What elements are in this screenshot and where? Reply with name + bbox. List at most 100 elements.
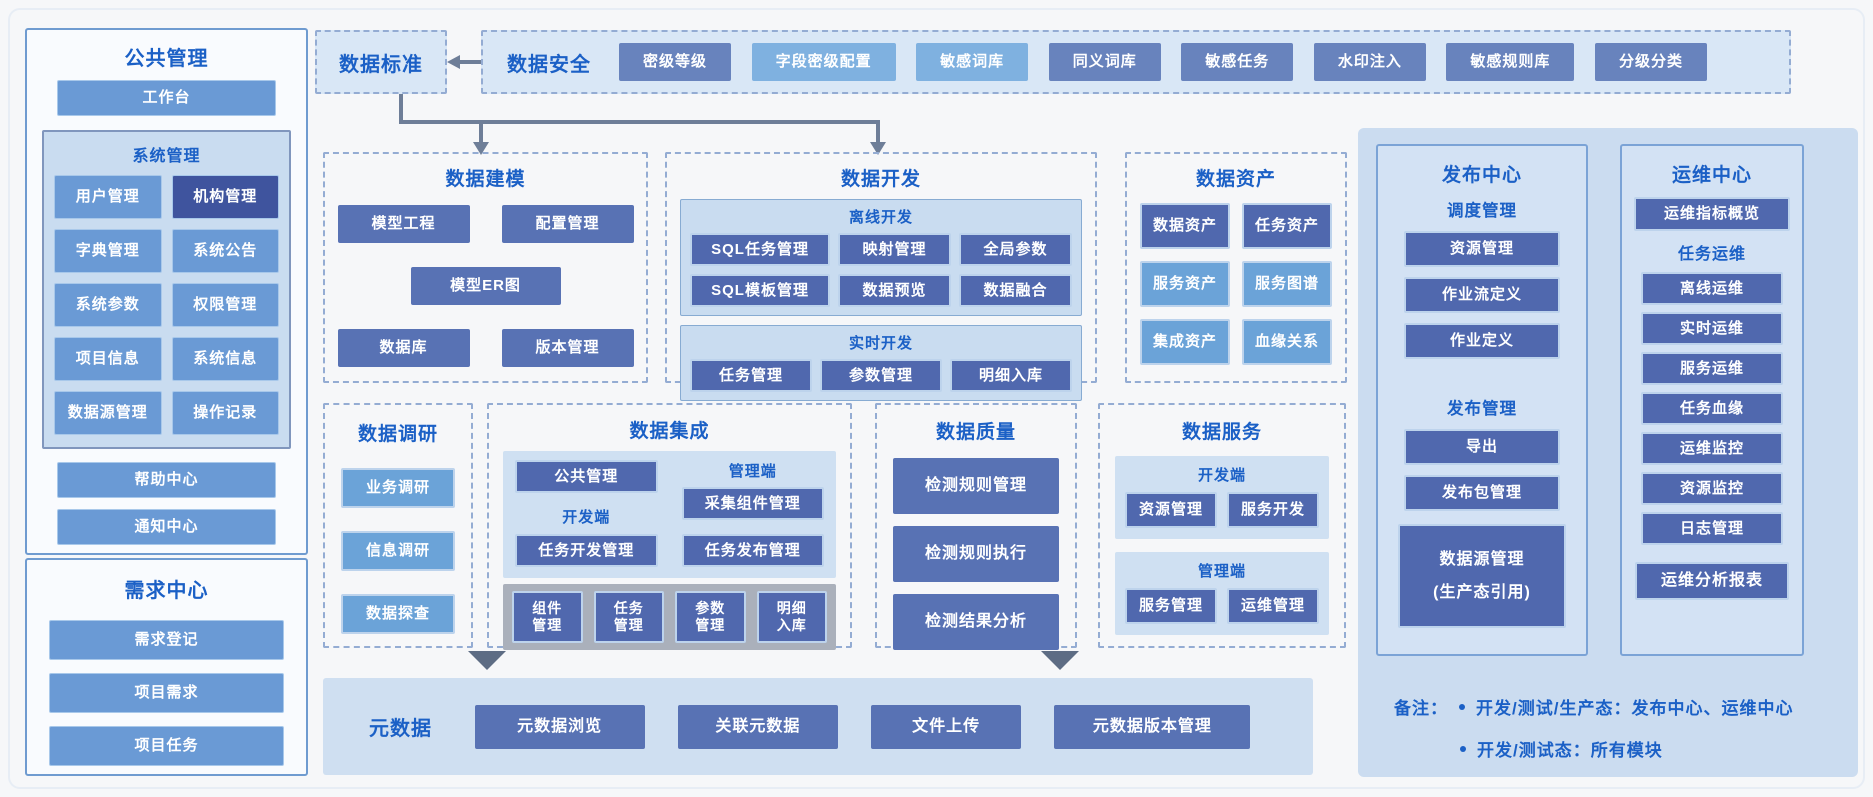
detect-rule-exec-button[interactable]: 检测规则执行	[893, 526, 1059, 582]
data-fusion-button[interactable]: 数据融合	[959, 274, 1072, 307]
export-button[interactable]: 导出	[1404, 429, 1560, 465]
file-upload-button[interactable]: 文件上传	[871, 704, 1022, 749]
collect-component-mgmt-button[interactable]: 采集组件管理	[681, 487, 824, 520]
data-modeling-title: 数据建模	[445, 169, 526, 190]
data-development-box: 数据开发 离线开发 SQL任务管理 映射管理 全局参数 SQL模板管理 数据预览…	[665, 152, 1097, 401]
integration-asset-button[interactable]: 集成资产	[1140, 319, 1230, 365]
button-label-line: 任务	[613, 600, 644, 617]
task-mgmt-small-button[interactable]: 任务 管理	[593, 591, 664, 643]
system-mgmt-title: 系统管理	[132, 148, 201, 165]
project-task-button[interactable]: 项目任务	[49, 726, 284, 766]
service-mgmt-button[interactable]: 服务管理	[1125, 588, 1217, 624]
menu-dict-mgmt[interactable]: 字典管理	[54, 229, 162, 273]
data-quality-title: 数据质量	[935, 422, 1016, 443]
menu-sys-param[interactable]: 系统参数	[54, 283, 162, 327]
related-metadata-button[interactable]: 关联元数据	[677, 704, 838, 749]
notice-center-button[interactable]: 通知中心	[57, 509, 276, 545]
watermark-inject-button[interactable]: 水印注入	[1313, 43, 1426, 81]
ops-overview-button[interactable]: 运维指标概览	[1634, 197, 1790, 231]
mapping-mgmt-button[interactable]: 映射管理	[838, 233, 952, 266]
menu-sys-notice[interactable]: 系统公告	[171, 229, 279, 273]
sensitive-task-button[interactable]: 敏感任务	[1181, 43, 1294, 81]
bullet-icon	[1460, 745, 1466, 752]
data-exploration-button[interactable]: 数据探查	[341, 594, 455, 634]
database-button[interactable]: 数据库	[337, 329, 470, 367]
demand-register-button[interactable]: 需求登记	[49, 620, 284, 660]
button-label-line: (生产态引用)	[1433, 584, 1531, 601]
data-service-title: 数据服务	[1181, 422, 1262, 443]
detail-storage-small-button[interactable]: 明细 入库	[756, 591, 827, 643]
security-level-button[interactable]: 密级等级	[619, 43, 732, 81]
resource-mgmt-button[interactable]: 资源管理	[1125, 492, 1217, 528]
task-asset-button[interactable]: 任务资产	[1242, 203, 1332, 249]
config-mgmt-button[interactable]: 配置管理	[501, 205, 634, 243]
version-mgmt-button[interactable]: 版本管理	[501, 329, 634, 367]
resource-monitor-button[interactable]: 资源监控	[1641, 472, 1783, 505]
field-level-config-button[interactable]: 字段密级配置	[751, 43, 896, 81]
menu-user-mgmt[interactable]: 用户管理	[54, 175, 162, 219]
offline-dev-grid: SQL任务管理 映射管理 全局参数 SQL模板管理 数据预览 数据融合	[690, 233, 1072, 307]
task-publish-mgmt-button[interactable]: 任务发布管理	[681, 534, 824, 567]
sensitive-lexicon-button[interactable]: 敏感词库	[916, 43, 1029, 81]
service-mgmt-box: 管理端 服务管理 运维管理	[1115, 552, 1329, 635]
task-mgmt-button[interactable]: 任务管理	[690, 359, 812, 392]
menu-sys-info[interactable]: 系统信息	[171, 337, 279, 381]
sensitive-rule-lib-button[interactable]: 敏感规则库	[1446, 43, 1575, 81]
note-line-2: 开发/测试态：所有模块	[1460, 736, 1793, 761]
ops-report-button[interactable]: 运维分析报表	[1635, 562, 1789, 600]
workbench-button[interactable]: 工作台	[57, 80, 276, 116]
service-mgmt-label: 管理端	[1197, 563, 1246, 580]
lineage-button[interactable]: 血缘关系	[1242, 319, 1332, 365]
ops-monitor-button[interactable]: 运维监控	[1641, 432, 1783, 465]
job-define-button[interactable]: 作业定义	[1404, 323, 1560, 359]
system-mgmt-grid: 用户管理 机构管理 字典管理 系统公告 系统参数 权限管理 项目信息 系统信息 …	[54, 175, 279, 435]
common-mgmt-button[interactable]: 公共管理	[515, 460, 658, 493]
log-mgmt-button[interactable]: 日志管理	[1641, 512, 1783, 545]
param-mgmt-button[interactable]: 参数管理	[820, 359, 942, 392]
pub-resource-mgmt-button[interactable]: 资源管理	[1404, 231, 1560, 267]
datasource-mgmt-prod-button[interactable]: 数据源管理 (生产态引用)	[1398, 524, 1566, 628]
synonym-lexicon-button[interactable]: 同义词库	[1048, 43, 1161, 81]
service-graph-button[interactable]: 服务图谱	[1242, 261, 1332, 307]
sql-template-mgmt-button[interactable]: SQL模板管理	[690, 274, 831, 307]
menu-org-mgmt[interactable]: 机构管理	[171, 175, 279, 219]
task-dev-mgmt-button[interactable]: 任务开发管理	[515, 534, 658, 567]
metadata-browse-button[interactable]: 元数据浏览	[474, 704, 645, 749]
model-project-button[interactable]: 模型工程	[337, 205, 470, 243]
menu-perm-mgmt[interactable]: 权限管理	[171, 283, 279, 327]
offline-ops-button[interactable]: 离线运维	[1641, 272, 1783, 305]
business-research-button[interactable]: 业务调研	[341, 468, 455, 508]
sql-task-mgmt-button[interactable]: SQL任务管理	[690, 233, 831, 266]
ops-center-panel: 运维中心 运维指标概览 任务运维 离线运维 实时运维 服务运维 任务血缘 运维监…	[1620, 144, 1804, 656]
model-er-button[interactable]: 模型ER图	[410, 267, 561, 305]
metadata-version-mgmt-button[interactable]: 元数据版本管理	[1054, 704, 1251, 749]
menu-datasource-mgmt[interactable]: 数据源管理	[54, 391, 162, 435]
realtime-dev-box: 实时开发 任务管理 参数管理 明细入库	[680, 325, 1082, 401]
data-preview-button[interactable]: 数据预览	[838, 274, 952, 307]
service-ops-button[interactable]: 服务运维	[1641, 352, 1783, 385]
menu-op-log[interactable]: 操作记录	[171, 391, 279, 435]
service-dev-button[interactable]: 服务开发	[1227, 492, 1319, 528]
realtime-ops-button[interactable]: 实时运维	[1641, 312, 1783, 345]
release-package-mgmt-button[interactable]: 发布包管理	[1404, 475, 1560, 511]
detail-storage-button[interactable]: 明细入库	[950, 359, 1072, 392]
help-center-button[interactable]: 帮助中心	[57, 462, 276, 498]
info-research-button[interactable]: 信息调研	[341, 531, 455, 571]
menu-project-info[interactable]: 项目信息	[54, 337, 162, 381]
service-asset-button[interactable]: 服务资产	[1140, 261, 1230, 307]
detect-rule-mgmt-button[interactable]: 检测规则管理	[893, 458, 1059, 514]
component-mgmt-button[interactable]: 组件 管理	[512, 591, 583, 643]
global-param-button[interactable]: 全局参数	[959, 233, 1072, 266]
publish-center-panel: 发布中心 调度管理 资源管理 作业流定义 作业定义 发布管理 导出 发布包管理 …	[1376, 144, 1588, 656]
project-demand-button[interactable]: 项目需求	[49, 673, 284, 713]
connector-standard-down	[399, 94, 403, 124]
param-mgmt-small-button[interactable]: 参数 管理	[675, 591, 746, 643]
workflow-define-button[interactable]: 作业流定义	[1404, 277, 1560, 313]
task-lineage-button[interactable]: 任务血缘	[1641, 392, 1783, 425]
data-asset-button[interactable]: 数据资产	[1140, 203, 1230, 249]
bullet-icon	[1459, 703, 1465, 710]
classification-button[interactable]: 分级分类	[1594, 43, 1707, 81]
ops-mgmt-button[interactable]: 运维管理	[1227, 588, 1319, 624]
detect-result-analysis-button[interactable]: 检测结果分析	[893, 594, 1059, 650]
